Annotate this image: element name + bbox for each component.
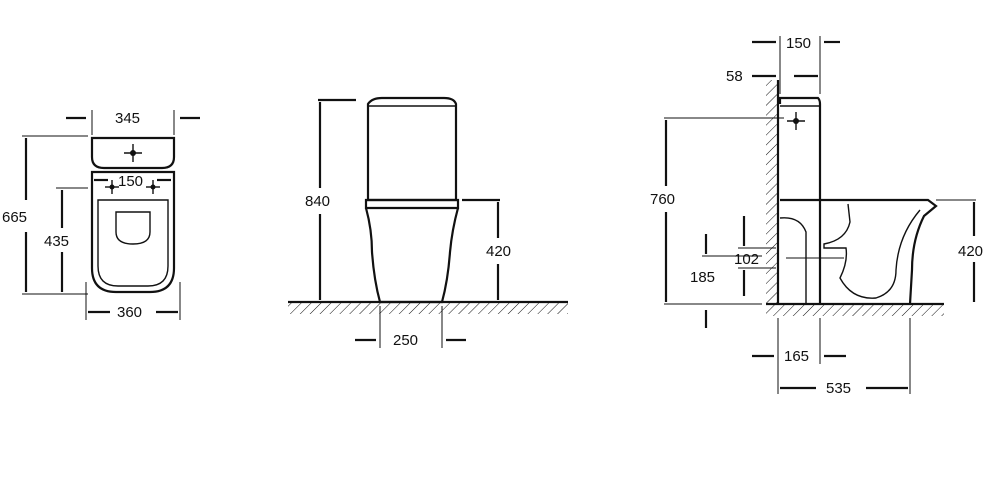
dim-side-seat-height: 420	[958, 243, 983, 260]
dim-seat-depth: 435	[44, 233, 69, 250]
top-view-bowl	[90, 170, 176, 294]
dim-tank-depth: 150	[786, 35, 811, 52]
fixing-hole-right-icon	[146, 180, 160, 194]
dim-outlet-distance: 165	[784, 348, 809, 365]
dim-outlet-height: 185	[690, 269, 715, 286]
flush-button-icon	[124, 144, 142, 162]
top-view-seat	[97, 199, 169, 287]
fixing-hole-left-icon	[105, 180, 119, 194]
top-view-opening	[115, 211, 151, 245]
side-wall-hatch	[766, 80, 778, 304]
side-floor-hatch	[766, 304, 944, 316]
dim-depth-total-side: 535	[826, 380, 851, 397]
dim-foot-width: 250	[393, 332, 418, 349]
top-view: 345 150 665 435 360	[2, 110, 200, 321]
side-view: 150 58 760 102 185 420 165	[650, 35, 983, 397]
front-view-pedestal	[364, 207, 460, 304]
dim-height-total: 840	[305, 193, 330, 210]
front-view-tank	[366, 96, 458, 202]
front-view-seat	[364, 198, 460, 210]
dim-hole-spacing: 150	[118, 173, 143, 190]
dim-depth-total: 665	[2, 209, 27, 226]
dim-seat-height: 420	[486, 243, 511, 260]
dim-width-bowl: 360	[117, 304, 142, 321]
side-view-tank	[778, 96, 822, 200]
side-view-trap	[823, 203, 921, 299]
side-view-outlet	[779, 217, 807, 304]
dim-inlet-height: 760	[650, 191, 675, 208]
front-view: 840 420 250	[288, 96, 568, 349]
dim-outlet-size: 102	[734, 251, 759, 268]
dim-width-tank: 345	[115, 110, 140, 127]
top-view-tank	[90, 136, 176, 170]
dim-wall-gap: 58	[726, 68, 743, 85]
side-flush-button-icon	[787, 112, 805, 130]
front-floor-hatch	[288, 302, 568, 314]
side-view-bowl	[780, 198, 938, 305]
